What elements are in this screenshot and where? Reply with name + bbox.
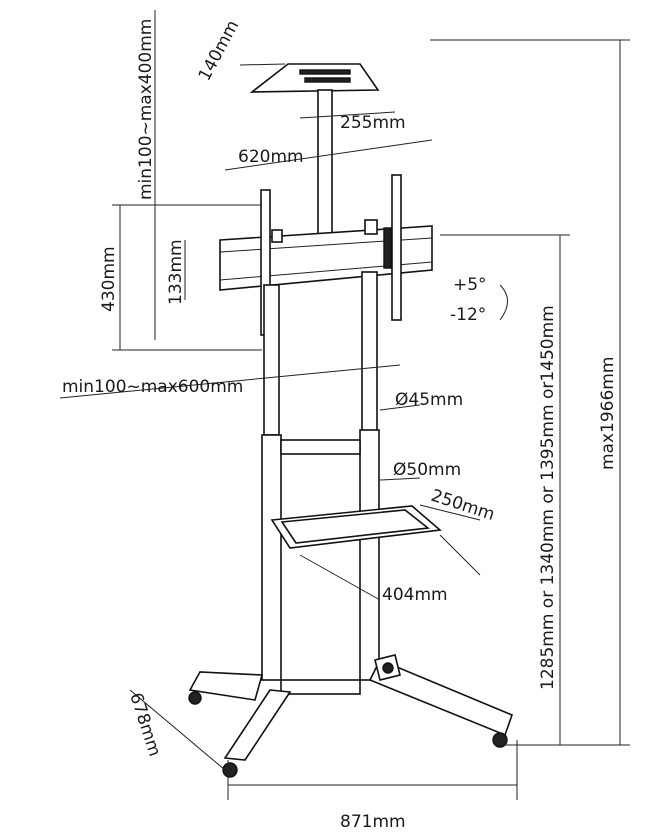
tray-depth-label: 250mm	[428, 486, 497, 525]
vesa-brackets	[260, 174, 402, 336]
tray-width-label: 404mm	[382, 585, 448, 605]
mount-width-label: 620mm	[238, 147, 304, 167]
tilt-up-label: +5°	[453, 275, 487, 295]
pole-upper-diameter-label: Ø45mm	[395, 390, 463, 410]
max-height-label: max1966mm	[598, 357, 618, 470]
shelf-width-label: 255mm	[340, 113, 406, 133]
rail-height-label: 133mm	[166, 239, 186, 305]
mount-height-label: 430mm	[99, 246, 119, 312]
pole-lower-diameter-label: Ø50mm	[393, 460, 461, 480]
shelf-depth-label: 140mm	[195, 17, 243, 84]
vesa-range-label: min100~max600mm	[62, 377, 243, 397]
poles	[261, 271, 380, 695]
shelf-height-adjust-label: min100~max400mm	[136, 19, 156, 200]
tilt-down-label: -12°	[450, 305, 486, 325]
mount-heights-label: 1285mm or 1340mm or 1395mm or1450mm	[538, 305, 558, 690]
top-shelf	[249, 63, 380, 236]
base-depth-label: 678mm	[125, 690, 164, 759]
dimension-lines	[59, 10, 630, 800]
base-legs	[188, 654, 514, 778]
base-width-label: 871mm	[340, 812, 406, 832]
lower-tray	[270, 505, 442, 549]
